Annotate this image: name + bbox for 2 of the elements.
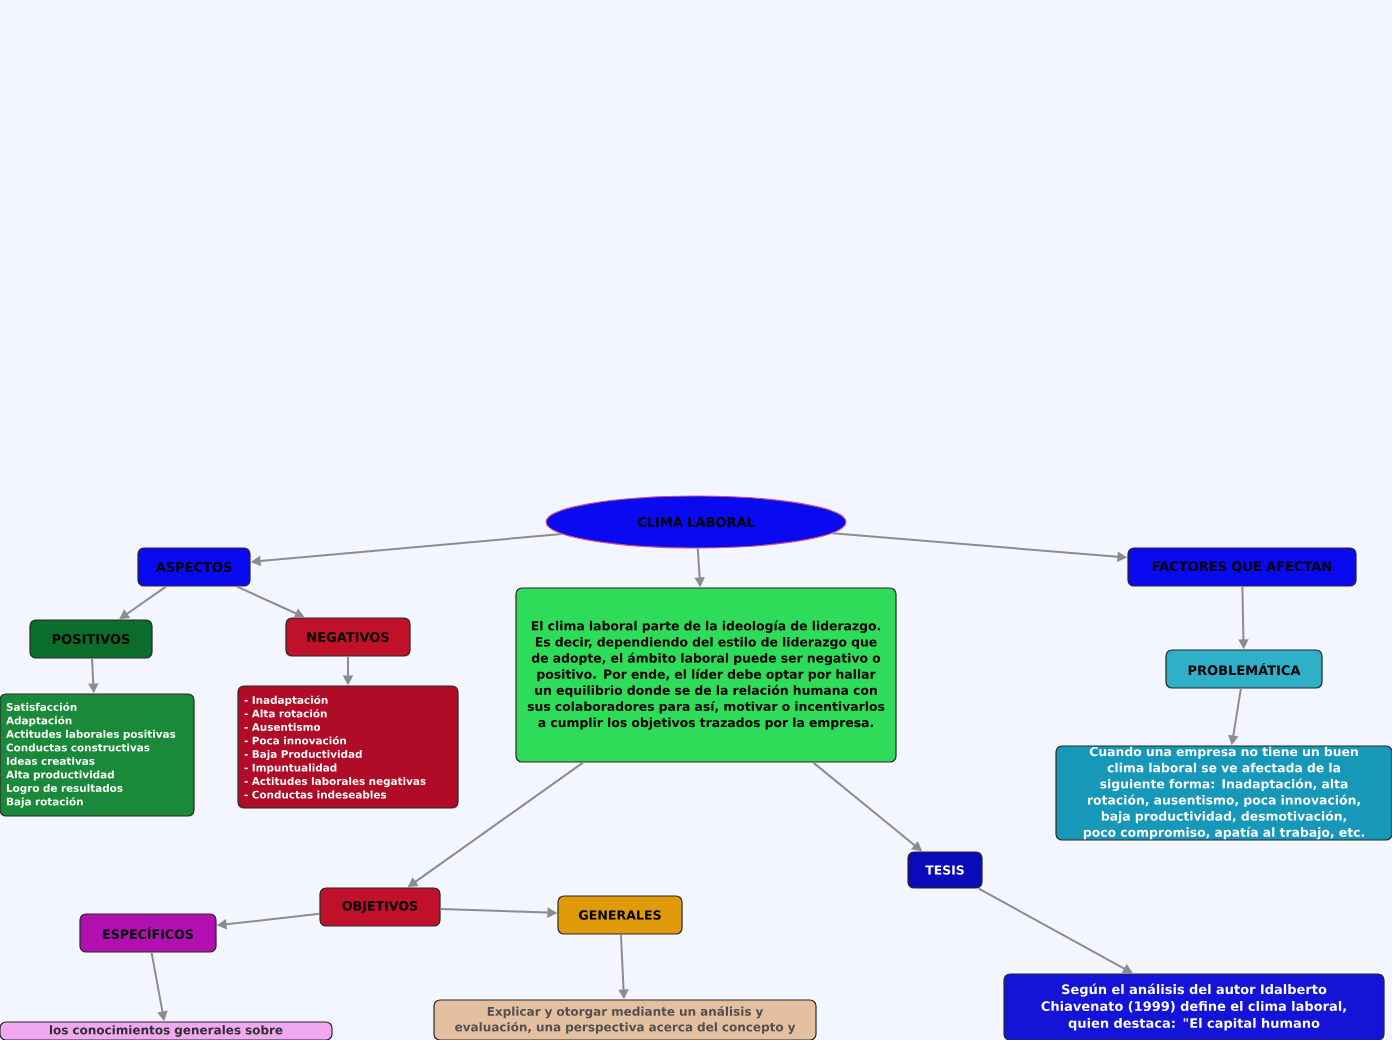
arrow <box>977 887 1133 974</box>
arrow <box>119 585 167 620</box>
